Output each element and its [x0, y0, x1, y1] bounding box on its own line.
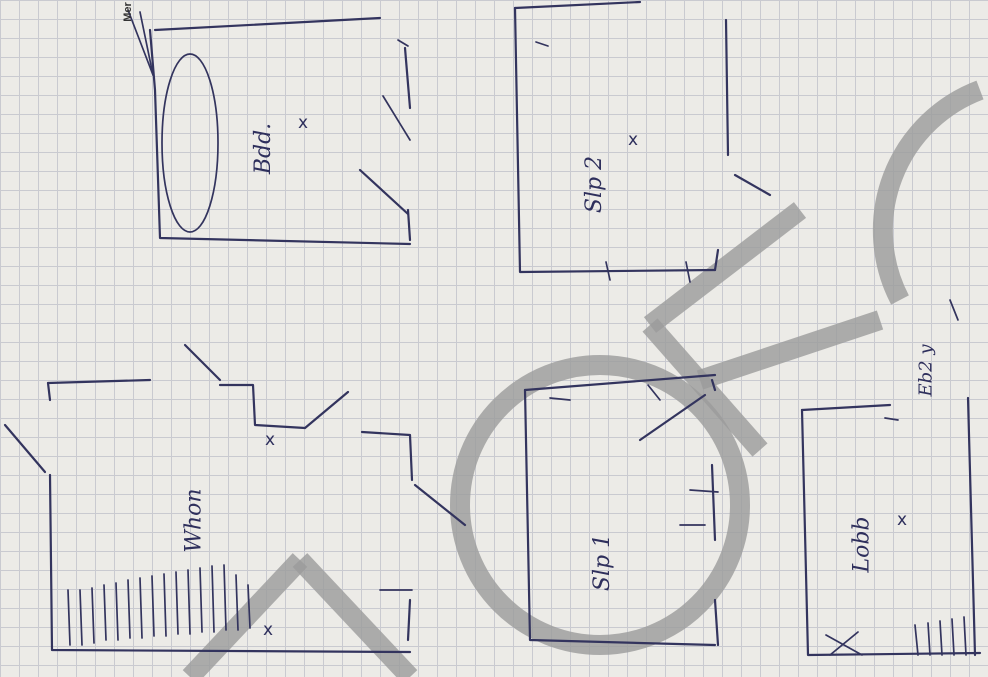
room-label-whon: Whon — [181, 488, 207, 553]
room-label-slp2: Slp 2 — [582, 155, 608, 214]
room-lobb-walls — [800, 299, 982, 657]
marker-x-slp2: x — [628, 130, 639, 150]
brand-logo-text: Mer — [121, 2, 134, 22]
room-slp2-walls — [513, 0, 772, 283]
marker-x-whon-bottom: x — [263, 620, 274, 640]
room-label-slp1: Slp 1 — [590, 533, 616, 592]
marker-x-bdd: x — [298, 113, 309, 133]
marker-x-lobb: x — [897, 510, 908, 530]
room-bdd-walls — [127, 9, 412, 246]
annotation-note: Eb2 y — [915, 344, 937, 397]
room-whon-walls — [3, 343, 467, 654]
watermark-logo — [182, 80, 984, 677]
room-label-lobb: Lobb — [849, 516, 875, 573]
room-label-bdd: Bdd. — [251, 122, 277, 175]
room-slp1-walls — [523, 373, 720, 647]
marker-x-whon-top: x — [265, 430, 276, 450]
